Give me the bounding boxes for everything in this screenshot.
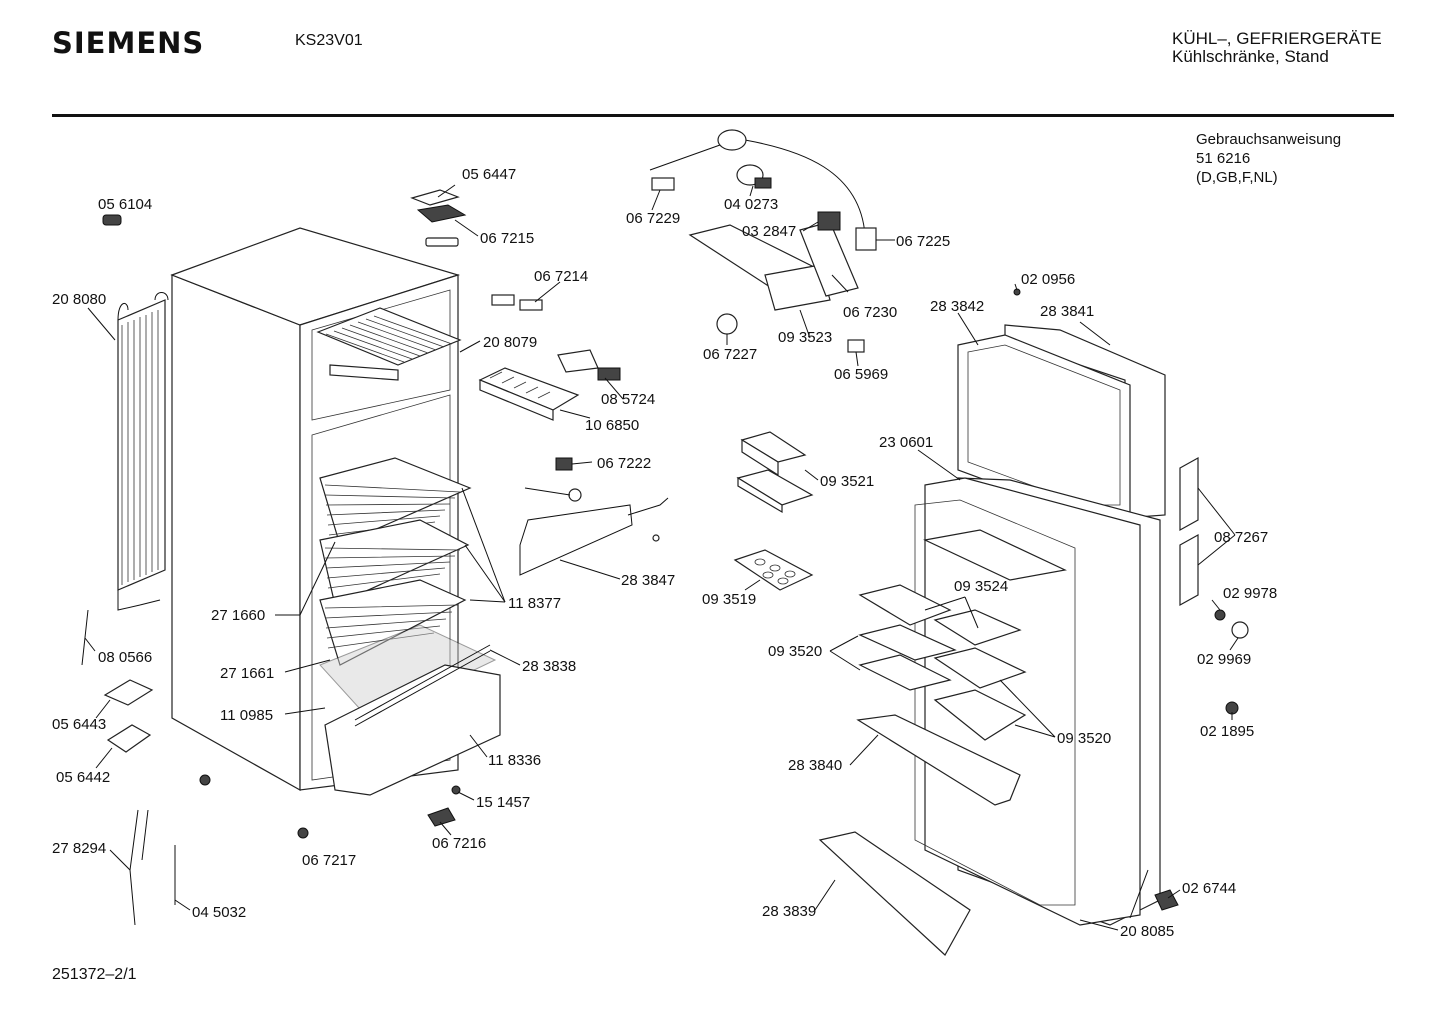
label-067229: 06 7229 xyxy=(626,210,680,227)
label-283842: 28 3842 xyxy=(930,298,984,315)
label-067225: 06 7225 xyxy=(896,233,950,250)
wire-shelf-upper xyxy=(319,457,472,546)
label-045032: 04 5032 xyxy=(192,904,246,921)
label-106850: 10 6850 xyxy=(585,417,639,434)
manual-number: 51 6216 xyxy=(1196,150,1251,167)
document-reference: 251372–2/1 xyxy=(52,966,137,983)
label-283839: 28 3839 xyxy=(762,903,816,920)
category-line-2: Kühlschränke, Stand xyxy=(1172,47,1329,66)
label-093519: 09 3519 xyxy=(702,591,756,608)
label-093520-right: 09 3520 xyxy=(1057,730,1111,747)
label-067222: 06 7222 xyxy=(597,455,651,472)
label-283847: 28 3847 xyxy=(621,572,675,589)
label-118336: 11 8336 xyxy=(488,752,541,769)
fridge-door xyxy=(914,477,1161,926)
label-118377: 11 8377 xyxy=(508,595,561,612)
manual-languages: (D,GB,F,NL) xyxy=(1196,169,1278,186)
category-line-1: KÜHL–, GEFRIERGERÄTE xyxy=(1172,29,1382,48)
label-040273: 04 0273 xyxy=(724,196,778,213)
part-labels: 05 6104 20 8080 05 6447 06 7215 06 7214 … xyxy=(52,166,1277,940)
label-208079: 20 8079 xyxy=(483,334,537,351)
freezer-shelf-208079 xyxy=(316,307,462,381)
label-085724: 08 5724 xyxy=(601,391,655,408)
label-021895: 02 1895 xyxy=(1200,723,1254,740)
label-271660: 27 1660 xyxy=(211,607,265,624)
label-026744: 02 6744 xyxy=(1182,880,1236,897)
wire-shelf-lower xyxy=(319,579,467,666)
ice-scoop-085724 xyxy=(557,349,621,381)
condenser-208080 xyxy=(117,292,169,611)
label-093524: 09 3524 xyxy=(954,578,1008,595)
label-080566: 08 0566 xyxy=(98,649,152,666)
door-hinges-right xyxy=(1013,288,1249,911)
category-heading: KÜHL–, GEFRIERGERÄTE Kühlschränke, Stand xyxy=(1172,30,1412,66)
label-271661: 27 1661 xyxy=(220,665,274,682)
label-067214: 06 7214 xyxy=(534,268,588,285)
label-067227: 06 7227 xyxy=(703,346,757,363)
door-shelves xyxy=(818,529,1067,956)
label-283840: 28 3840 xyxy=(788,757,842,774)
wire-shelf-middle xyxy=(319,519,470,606)
label-208085: 20 8085 xyxy=(1120,923,1174,940)
model-number: KS23V01 xyxy=(295,32,363,49)
label-093521: 09 3521 xyxy=(820,473,874,490)
label-056104: 05 6104 xyxy=(98,196,152,213)
crisper-drawer xyxy=(324,644,501,796)
brand-logo: SIEMENS xyxy=(52,26,205,60)
label-230601: 23 0601 xyxy=(879,434,933,451)
label-029969: 02 9969 xyxy=(1197,651,1251,668)
fridge-cabinet xyxy=(117,227,501,796)
ice-tray-106850 xyxy=(478,367,580,421)
label-093520-left: 09 3520 xyxy=(768,643,822,660)
label-065969: 06 5969 xyxy=(834,366,888,383)
control-unit-parts xyxy=(649,129,877,353)
label-067216: 06 7216 xyxy=(432,835,486,852)
leader-lines xyxy=(84,184,1239,931)
header-divider xyxy=(52,114,1394,117)
light-bulb-040273 xyxy=(736,164,772,189)
label-067215: 06 7215 xyxy=(480,230,534,247)
label-032847: 03 2847 xyxy=(742,223,796,240)
egg-tray-093519 xyxy=(733,549,814,591)
label-278294: 27 8294 xyxy=(52,840,106,857)
manual-reference: Gebrauchsanweisung 51 6216 (D,GB,F,NL) xyxy=(1196,130,1341,187)
label-087267: 08 7267 xyxy=(1214,529,1268,546)
label-151457: 15 1457 xyxy=(476,794,530,811)
label-283841: 28 3841 xyxy=(1040,303,1094,320)
label-283838: 28 3838 xyxy=(522,658,576,675)
label-020956: 02 0956 xyxy=(1021,271,1075,288)
label-056447: 05 6447 xyxy=(462,166,516,183)
label-029978: 02 9978 xyxy=(1223,585,1277,602)
label-067230: 06 7230 xyxy=(843,304,897,321)
label-056442: 05 6442 xyxy=(56,769,110,786)
label-093523: 09 3523 xyxy=(778,329,832,346)
label-110985: 11 0985 xyxy=(220,707,273,724)
label-067217: 06 7217 xyxy=(302,852,356,869)
butter-dish-093521 xyxy=(736,431,814,514)
left-small-parts xyxy=(81,189,669,926)
manual-title: Gebrauchsanweisung xyxy=(1196,131,1342,148)
label-056443: 05 6443 xyxy=(52,716,106,733)
label-208080: 20 8080 xyxy=(52,291,106,308)
